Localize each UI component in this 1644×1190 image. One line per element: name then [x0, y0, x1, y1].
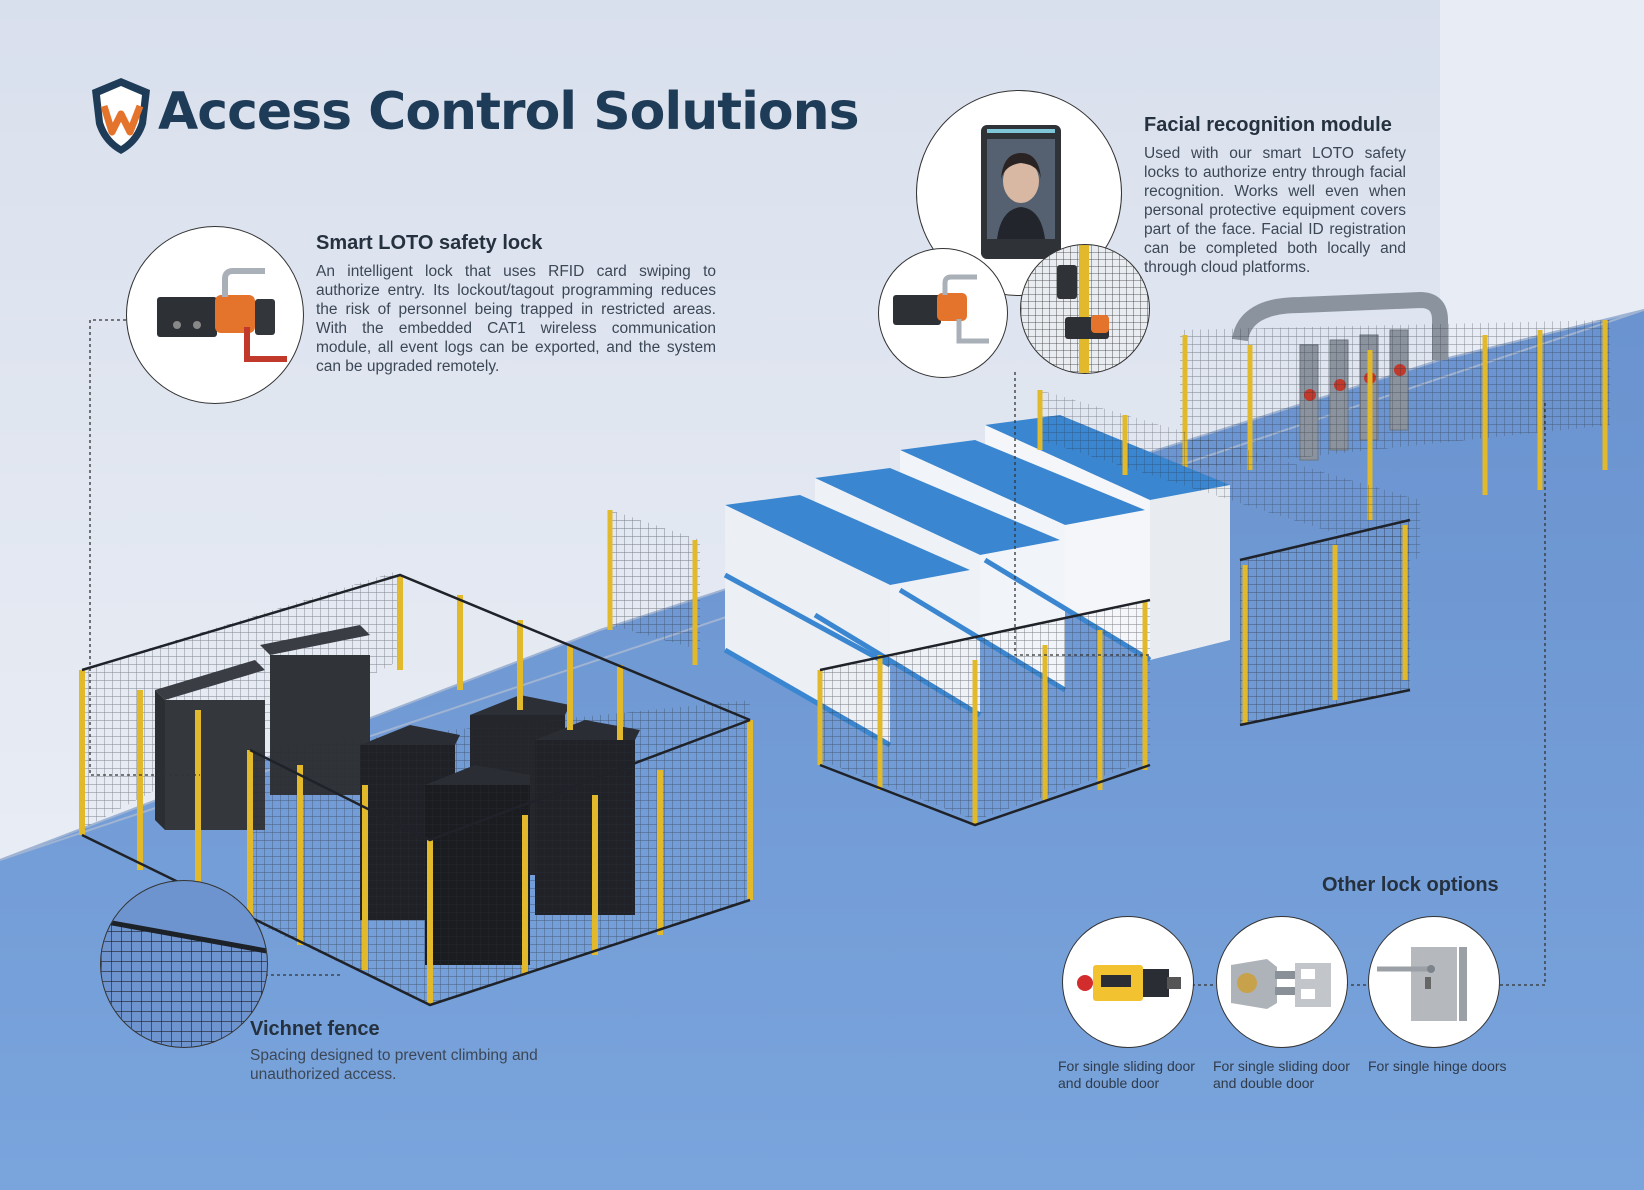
lock-option-1	[1062, 916, 1194, 1048]
smart-lock-icon	[157, 268, 287, 362]
fence-mesh-callout	[100, 880, 268, 1048]
fence-description: Spacing designed to prevent climbing and…	[250, 1047, 538, 1083]
hinge-handle-lock-icon	[1377, 947, 1467, 1021]
other-locks-heading: Other lock options	[1322, 874, 1499, 896]
smart-lock-callout	[126, 226, 304, 404]
fence-heading: Vichnet fence	[250, 1018, 380, 1040]
face-terminal-icon	[981, 125, 1061, 259]
lock-option-3-caption: For single hinge doors	[1368, 1058, 1507, 1074]
installed-lock-callout	[1020, 244, 1150, 374]
lock-option-1-caption: For single sliding door and double door	[1058, 1058, 1195, 1091]
installed-lock-icon	[1021, 245, 1149, 373]
mesh-fence-icon	[101, 918, 267, 1047]
lock-option-3	[1368, 916, 1500, 1048]
lock-option-2	[1216, 916, 1348, 1048]
sliding-bolt-lock-icon	[1231, 959, 1331, 1009]
facial-heading: Facial recognition module	[1144, 114, 1392, 136]
smart-lock-description: An intelligent lock that uses RFID card …	[316, 263, 716, 375]
lock-callout-small	[878, 248, 1008, 378]
page-title: Access Control Solutions	[158, 82, 860, 142]
lock-option-2-caption: For single sliding door and double door	[1213, 1058, 1350, 1091]
facial-description: Used with our smart LOTO safety locks to…	[1144, 145, 1406, 276]
smart-lock-heading: Smart LOTO safety lock	[316, 232, 543, 254]
smart-lock-small-icon	[893, 274, 989, 344]
yellow-interlock-icon	[1077, 965, 1181, 1001]
shield-logo-icon	[92, 78, 150, 154]
